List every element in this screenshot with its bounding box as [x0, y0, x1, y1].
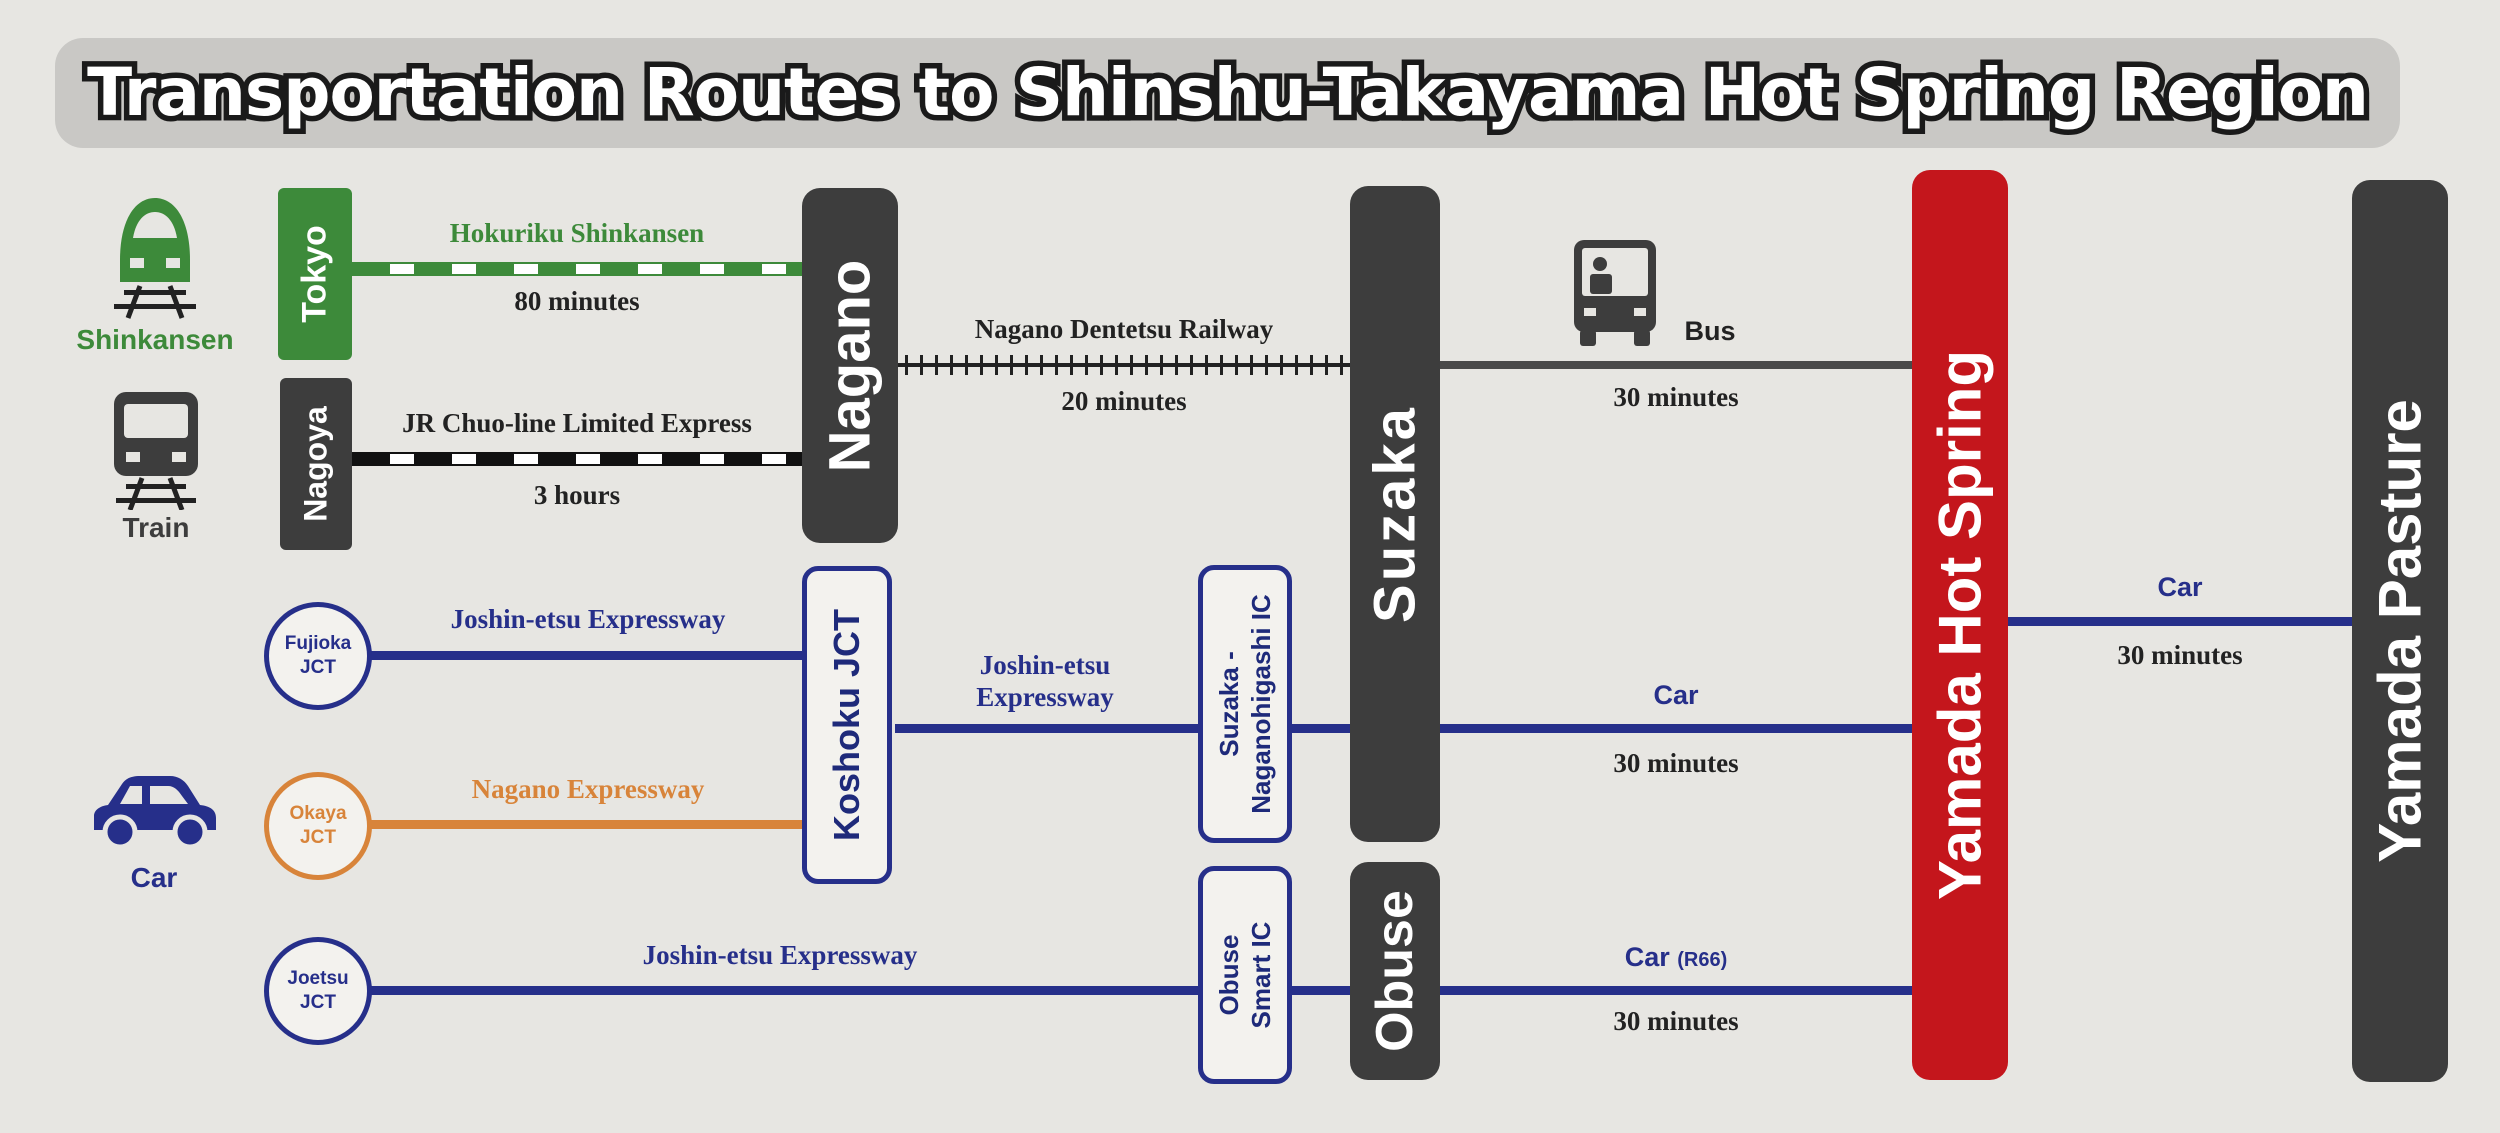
nagano-expressway-line: [368, 820, 808, 829]
station-tokyo-label: Tokyo: [295, 225, 334, 323]
shinkansen-train-icon: [114, 198, 196, 319]
bus-icon: [1574, 240, 1656, 346]
title-bar: [55, 38, 2400, 148]
fujioka-jct[interactable]: Fujioka JCT: [264, 602, 372, 710]
station-nagano-label: Nagano: [817, 259, 883, 472]
hokuriku-shinkansen-line: [352, 262, 802, 276]
yamada-hot-spring-label: Yamada Hot Spring: [1926, 349, 1994, 901]
yamada-pasture-label: Yamada Pasture: [2366, 399, 2434, 863]
bus-name: Bus: [1684, 316, 1736, 346]
car-icon: [94, 776, 216, 850]
okaya-jct[interactable]: Okaya JCT: [264, 772, 372, 880]
car-label: Car: [130, 862, 178, 893]
suzaka-naganohigashi-ic[interactable]: Suzaka - Naganohigashi IC: [1198, 565, 1292, 843]
train-icon: [114, 392, 198, 510]
station-suzaka-label: Suzaka: [1362, 405, 1428, 623]
dentetsu-name: Nagano Dentetsu Railway: [974, 314, 1274, 344]
bus-line: [1440, 361, 1920, 369]
nagano-expressway-name: Nagano Expressway: [471, 774, 705, 804]
shinkansen-label: Shinkansen: [76, 324, 234, 355]
yamada-pasture[interactable]: Yamada Pasture: [2352, 180, 2448, 1082]
station-tokyo[interactable]: Tokyo: [278, 188, 352, 360]
station-nagoya-label: Nagoya: [297, 406, 334, 522]
car-pasture-line: [2005, 617, 2355, 626]
station-obuse-label: Obuse: [1366, 890, 1424, 1052]
hokuriku-time: 80 minutes: [514, 286, 640, 316]
station-suzaka[interactable]: Suzaka: [1350, 186, 1440, 842]
jr-chuo-line: [352, 452, 802, 466]
bus-time: 30 minutes: [1613, 382, 1739, 412]
joshinetsu-fujioka-line: [368, 651, 808, 660]
jr-chuo-name: JR Chuo-line Limited Express: [402, 408, 752, 438]
train-label: Train: [122, 512, 190, 543]
station-obuse[interactable]: Obuse: [1350, 862, 1440, 1080]
car-pasture-label: Car: [2157, 572, 2203, 602]
joshinetsu-joetsu-name: Joshin-etsu Expressway: [642, 940, 918, 970]
koshoku-jct-label: Koshoku JCT: [826, 608, 867, 842]
obuse-smart-ic[interactable]: Obuse Smart IC: [1198, 866, 1292, 1084]
car-obuse-time: 30 minutes: [1613, 1006, 1739, 1036]
joshinetsu-fujioka-name: Joshin-etsu Expressway: [450, 604, 726, 634]
dentetsu-time: 20 minutes: [1061, 386, 1187, 416]
joshinetsu-mid-line1: Joshin-etsu: [979, 650, 1111, 680]
yamada-hot-spring[interactable]: Yamada Hot Spring: [1912, 170, 2008, 1080]
page-title: Transportation Routes to Shinshu-Takayam…: [82, 49, 2375, 137]
car-obuse-label: Car (R66): [1624, 942, 1728, 972]
jr-chuo-time: 3 hours: [533, 480, 621, 510]
station-nagoya[interactable]: Nagoya: [280, 378, 352, 550]
joshinetsu-mid-line2: Expressway: [976, 682, 1114, 712]
suzaka-ic-label: Suzaka - Naganohigashi IC: [1214, 594, 1276, 814]
car-pasture-time: 30 minutes: [2117, 640, 2243, 670]
car-suzaka-label: Car: [1653, 680, 1699, 710]
koshoku-jct[interactable]: Koshoku JCT: [802, 566, 892, 884]
hokuriku-name: Hokuriku Shinkansen: [449, 218, 705, 248]
joshinetsu-joetsu-line: [368, 986, 1923, 995]
car-suzaka-time: 30 minutes: [1613, 748, 1739, 778]
obuse-ic-label: Obuse Smart IC: [1214, 921, 1276, 1029]
joetsu-jct[interactable]: Joetsu JCT: [264, 937, 372, 1045]
nagano-dentetsu-ticks: [890, 355, 1350, 375]
station-nagano[interactable]: Nagano: [802, 188, 898, 543]
